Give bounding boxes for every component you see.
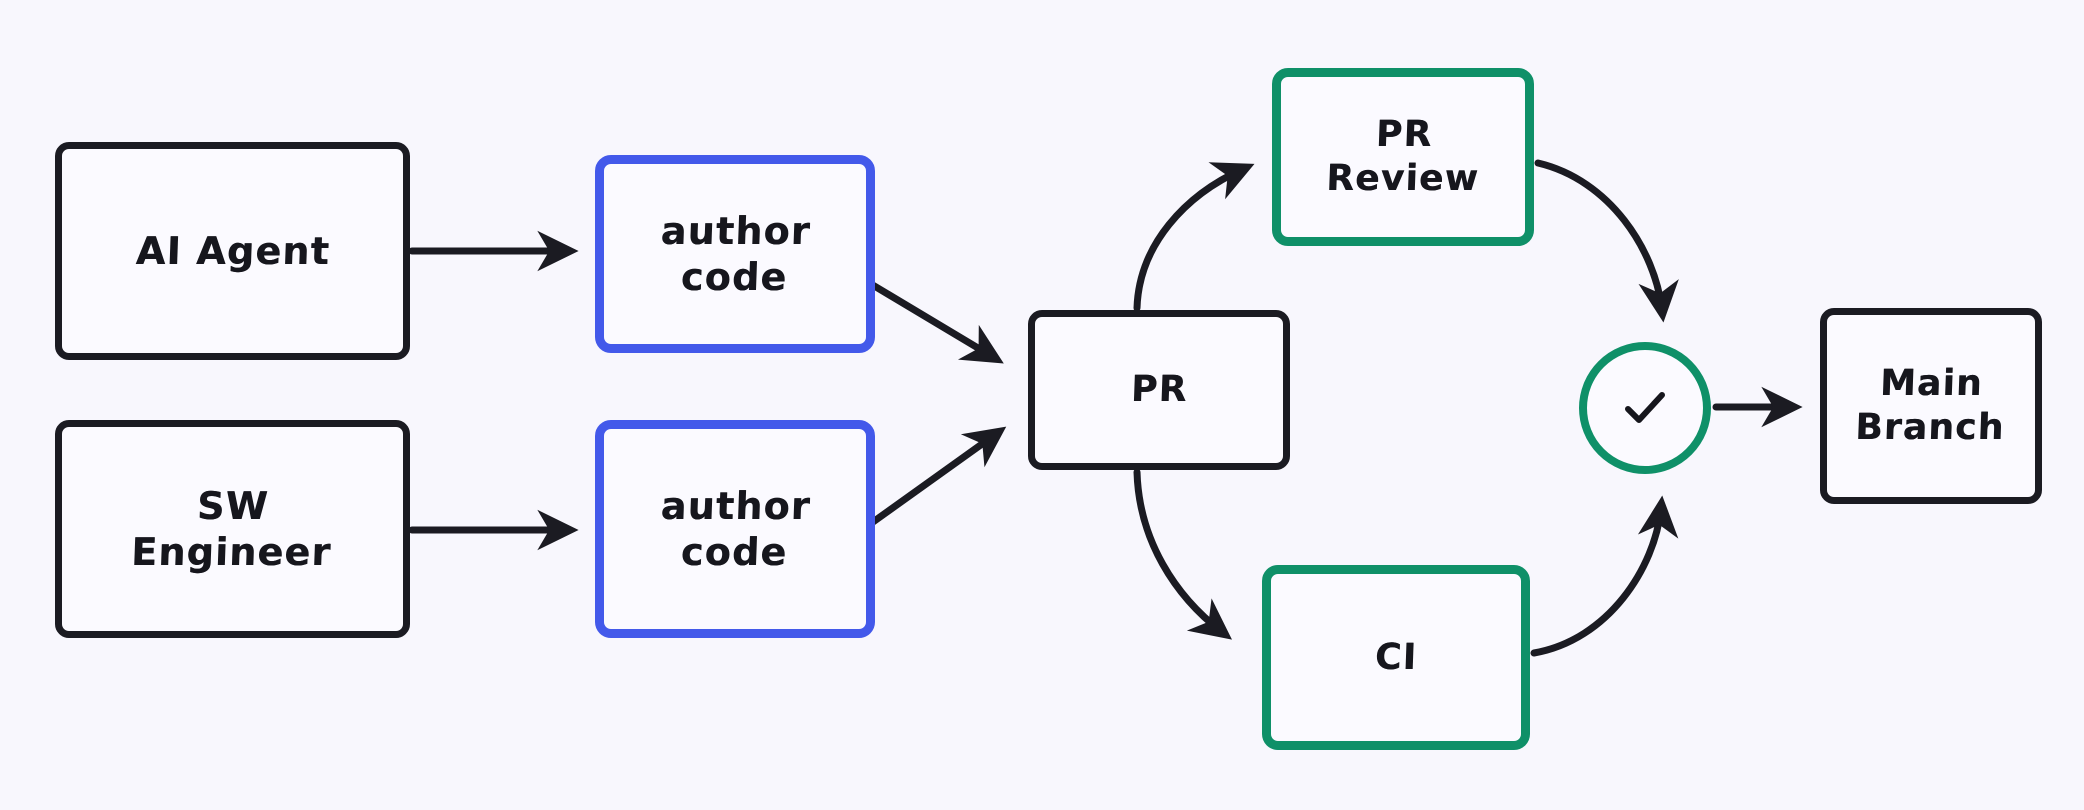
check-icon — [1613, 376, 1677, 440]
edge-author-code-agent-to-pr — [862, 277, 1004, 364]
node-author-code-engineer-label: author code — [660, 483, 812, 574]
edge-pr-to-ci — [1133, 468, 1232, 640]
node-pr[interactable]: PR — [1028, 310, 1290, 470]
node-merge-check[interactable] — [1579, 342, 1711, 474]
edge-author-code-engineer-to-pr — [862, 426, 1007, 531]
edge-pr-review-to-check — [1534, 159, 1679, 323]
edge-ci-to-check — [1530, 495, 1679, 657]
node-pr-review[interactable]: PR Review — [1272, 68, 1534, 246]
node-ci[interactable]: CI — [1262, 565, 1530, 750]
node-pr-label: PR — [1130, 369, 1188, 411]
node-sw-engineer[interactable]: SW Engineer — [55, 420, 410, 638]
node-author-code-agent[interactable]: author code — [595, 155, 875, 353]
node-main-branch-label: Main Branch — [1854, 363, 2006, 448]
node-author-code-agent-label: author code — [660, 208, 812, 299]
node-ai-agent[interactable]: AI Agent — [55, 142, 410, 360]
node-main-branch[interactable]: Main Branch — [1820, 308, 2042, 504]
edge-pr-to-pr-review — [1133, 162, 1255, 312]
node-pr-review-label: PR Review — [1325, 114, 1480, 199]
node-ci-label: CI — [1374, 636, 1418, 678]
node-ai-agent-label: AI Agent — [134, 228, 331, 273]
node-sw-engineer-label: SW Engineer — [130, 483, 333, 574]
node-author-code-engineer[interactable]: author code — [595, 420, 875, 638]
